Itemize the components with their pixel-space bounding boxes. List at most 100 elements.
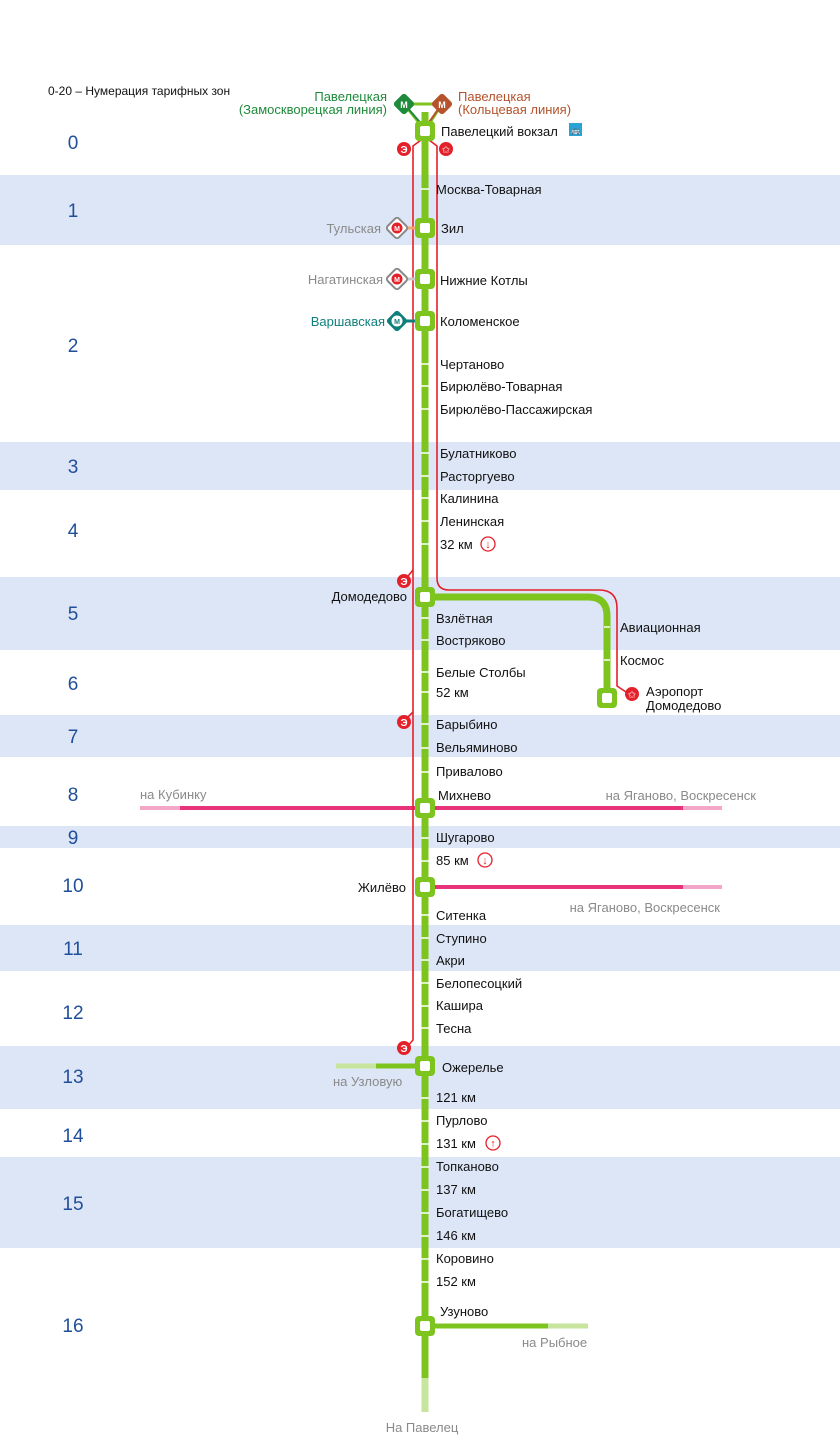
station-label[interactable]: Космос [620,653,664,668]
station-label[interactable]: Жилёво [358,880,406,895]
aeroexpress-icon-airport[interactable]: ✩ [625,687,639,701]
station-label[interactable]: Вельяминово [436,740,517,755]
station-marker-uzunovo[interactable] [415,1316,435,1336]
station-label[interactable]: Аэропорт [646,684,703,699]
zone-number: 8 [68,785,79,806]
zone-number: 3 [68,457,79,478]
zamoskvoretskaya-line-name: (Замоскворецкая линия) [239,102,387,117]
direction-rybnoe: на Рыбное [522,1335,587,1350]
nagatinskaya-label: Нагатинская [308,272,383,287]
svg-text:М: М [438,100,446,110]
station-label[interactable]: Пурлово [436,1113,487,1128]
station-label[interactable]: Коломенское [440,314,520,329]
station-label[interactable]: Топканово [436,1159,499,1174]
station-label[interactable]: Домодедово [332,589,407,604]
express-icon-paveletsky[interactable]: Э [397,142,411,156]
station-label[interactable]: Бирюлёво-Пассажирская [440,402,592,417]
zone-number: 10 [62,876,83,897]
station-label[interactable]: Белопесоцкий [436,976,522,991]
station-label[interactable]: 146 км [436,1228,476,1243]
zone-band-7 [0,715,840,757]
svg-text:↑: ↑ [490,1138,496,1150]
station-label[interactable]: Тесна [436,1021,472,1036]
station-label[interactable]: 32 км [440,537,473,552]
zone-number: 11 [63,939,83,960]
station-label[interactable]: Привалово [436,764,503,779]
station-label[interactable]: Востряково [436,633,506,648]
express-icons: Э ✩ Э Э Э ✩ [397,142,639,1055]
station-marker-zhilevo[interactable] [415,877,435,897]
arrow-down-icon: ↓ [477,852,493,868]
station-label[interactable]: Домодедово [646,698,721,713]
express-icon-ozherelye[interactable]: Э [397,1041,411,1055]
station-label[interactable]: Ситенка [436,908,487,923]
zone-bands [0,175,840,1248]
airport-branch-track [425,593,611,698]
metro-icon-nagatinskaya[interactable]: М [385,267,409,291]
zone-band-13 [0,1046,840,1109]
zone-number: 6 [68,674,79,695]
station-marker-domodedovo[interactable] [415,587,435,607]
metro-icon-tulskaya[interactable]: М [385,216,409,240]
station-label[interactable]: Бирюлёво-Товарная [440,379,562,394]
station-label[interactable]: 121 км [436,1090,476,1105]
station-marker-mikhnevo[interactable] [415,798,435,818]
zone-number: 12 [62,1003,83,1024]
station-label[interactable]: Богатищево [436,1205,508,1220]
station-label[interactable]: 137 км [436,1182,476,1197]
station-label[interactable]: Ступино [436,931,487,946]
bus-icon[interactable]: 🚌 [569,123,582,136]
station-label[interactable]: Зил [441,221,464,236]
zone-number: 16 [62,1316,83,1337]
metro-icon-varshavskaya[interactable]: М [386,310,409,333]
svg-text:✩: ✩ [442,145,451,156]
station-label[interactable]: Чертаново [440,357,504,372]
station-label[interactable]: Белые Столбы [436,665,526,680]
station-label[interactable]: 52 км [436,685,469,700]
station-label[interactable]: Взлётная [436,611,493,626]
station-marker-paveletsky[interactable] [415,121,435,141]
station-label[interactable]: Шугарово [436,830,495,845]
station-label[interactable]: Калинина [440,491,499,506]
svg-text:М: М [394,277,400,284]
station-label[interactable]: Булатниково [440,446,516,461]
station-label[interactable]: Акри [436,953,465,968]
express-icon-domodedovo[interactable]: Э [397,574,411,588]
station-label[interactable]: Павелецкий вокзал [441,124,558,139]
direction-uzlovaya: на Узловую [333,1074,402,1089]
station-label[interactable]: Ожерелье [442,1060,504,1075]
metro-icon-koltsevaya[interactable]: М [431,93,454,116]
arrow-down-icon: ↓ [480,536,496,552]
station-label[interactable]: Расторгуево [440,469,515,484]
aeroexpress-icon-paveletsky[interactable]: ✩ [439,142,453,156]
station-label[interactable]: Узуново [440,1304,488,1319]
station-label[interactable]: 152 км [436,1274,476,1289]
station-label[interactable]: Кашира [436,998,484,1013]
station-marker-kolomenskoe[interactable] [415,311,435,331]
station-marker-airport[interactable] [597,688,617,708]
zone-number: 13 [62,1067,83,1088]
direction-kubinka: на Кубинку [140,787,207,802]
station-label[interactable]: 85 км [436,853,469,868]
svg-text:Э: Э [400,577,407,588]
express-icon-barybino[interactable]: Э [397,715,411,729]
station-label[interactable]: Авиационная [620,620,701,635]
interchange-stations [415,121,617,1336]
svg-text:М: М [400,100,408,110]
station-label[interactable]: Барыбино [436,717,497,732]
station-label[interactable]: 131 км [436,1136,476,1151]
station-label[interactable]: Ленинская [440,514,504,529]
metro-icon-zamoskvoretskaya[interactable]: М [393,93,416,116]
station-label[interactable]: Нижние Котлы [440,273,528,288]
station-label[interactable]: Москва-Товарная [436,182,542,197]
station-marker-ozherelye[interactable] [415,1056,435,1076]
svg-text:Э: Э [400,718,407,729]
station-label[interactable]: Михнево [438,788,491,803]
direction-arrows: ↓ ↓ ↑ [477,536,501,1151]
station-marker-nizhnie-kotly[interactable] [415,269,435,289]
station-marker-zil[interactable] [415,218,435,238]
station-label[interactable]: Коровино [436,1251,494,1266]
zone-number: 9 [68,828,79,849]
svg-text:Э: Э [400,1044,407,1055]
svg-text:М: М [394,319,400,326]
